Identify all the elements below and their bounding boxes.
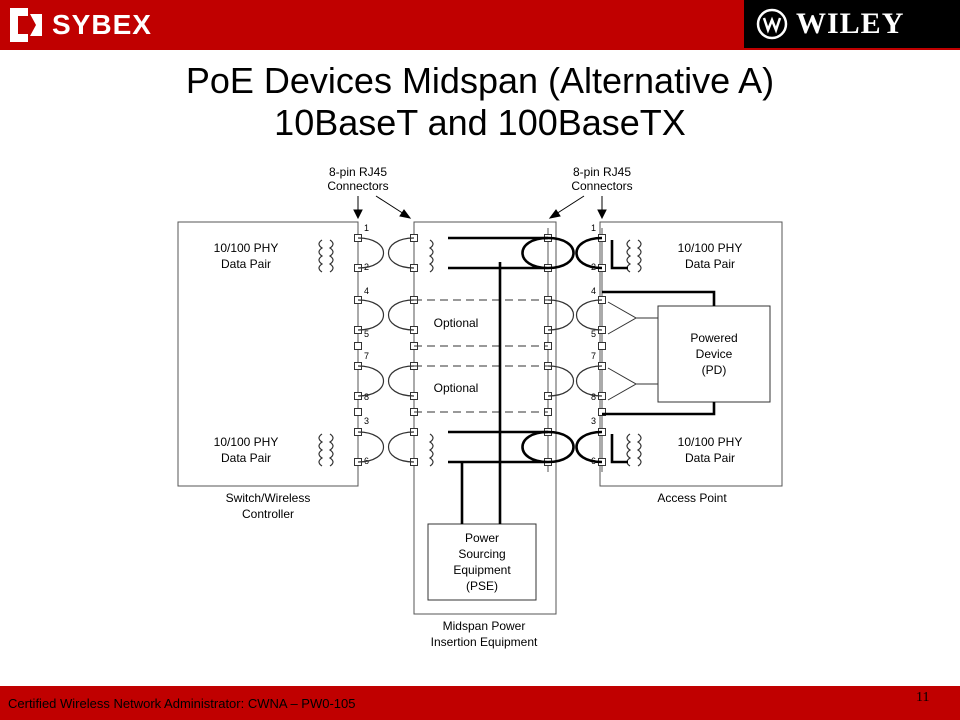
pin-left-7: 7 [364, 351, 369, 361]
wiley-logo: WILEY [744, 0, 960, 48]
pin-left-8: 8 [364, 392, 369, 402]
phy-left-bottom-line1: 10/100 PHY [214, 435, 279, 449]
page-number: 11 [916, 690, 930, 705]
slide-title: PoE Devices Midspan (Alternative A) 10Ba… [0, 60, 960, 144]
sybex-logo-icon [10, 8, 42, 42]
sybex-logo: SYBEX [6, 4, 206, 46]
pd-label-line2: Device [696, 347, 733, 361]
optional-pairs [414, 299, 548, 413]
poe-midspan-diagram: 8-pin RJ45 Connectors 8-pin RJ45 Connect… [177, 165, 783, 649]
pin-right-4: 4 [591, 286, 596, 296]
phy-right-bottom-line1: 10/100 PHY [678, 435, 743, 449]
pin-square [598, 408, 606, 416]
pin-right-8: 8 [591, 392, 596, 402]
wiley-logo-icon [756, 8, 788, 40]
pin-left-5: 5 [364, 329, 369, 339]
cable-loops [357, 237, 603, 463]
title-line-2: 10BaseT and 100BaseTX [274, 102, 686, 143]
pin-square [598, 342, 606, 350]
midspan-label-line2: Insertion Equipment [431, 635, 538, 649]
footer-bar: Certified Wireless Network Administrator… [0, 686, 960, 720]
access-point-label: Access Point [657, 491, 727, 505]
connectors-left-line2: Connectors [327, 179, 388, 193]
optional-label-1: Optional [434, 316, 479, 330]
pse-label-line4: (PSE) [466, 579, 498, 593]
pd-label-line3: (PD) [702, 363, 727, 377]
phy-left-top-line2: Data Pair [221, 257, 271, 271]
midspan-label-line1: Midspan Power [443, 619, 526, 633]
pin-right-7: 7 [591, 351, 596, 361]
pse-label-line2: Sourcing [458, 547, 505, 561]
power-lines [448, 236, 716, 524]
pse-label-line3: Equipment [453, 563, 511, 577]
phy-right-top-line2: Data Pair [685, 257, 735, 271]
connectors-right-line2: Connectors [571, 179, 632, 193]
pse-label-line1: Power [465, 531, 499, 545]
pin-square [354, 342, 362, 350]
wiley-logo-text: WILEY [796, 7, 905, 40]
access-point-box [599, 221, 783, 487]
pin-left-3: 3 [364, 416, 369, 426]
pin-right-1: 1 [591, 223, 596, 233]
sybex-logo-text: SYBEX [52, 9, 152, 40]
switch-label-line1: Switch/Wireless [226, 491, 311, 505]
connectors-right-line1: 8-pin RJ45 [573, 165, 631, 179]
phy-right-top-line1: 10/100 PHY [678, 241, 743, 255]
pse-box [427, 523, 537, 601]
transformer-coils [318, 239, 642, 467]
pin-right-3: 3 [591, 416, 596, 426]
phy-right-bottom-line2: Data Pair [685, 451, 735, 465]
pin-right-5: 5 [591, 329, 596, 339]
footer-text: Certified Wireless Network Administrator… [8, 696, 356, 711]
title-line-1: PoE Devices Midspan (Alternative A) [185, 60, 775, 101]
pin-square [354, 408, 362, 416]
header-bar: SYBEX WILEY [0, 0, 960, 50]
phy-left-bottom-line2: Data Pair [221, 451, 271, 465]
switch-label-line2: Controller [242, 507, 294, 521]
pin-left-1: 1 [364, 223, 369, 233]
pd-label-line1: Powered [690, 331, 737, 345]
pd-rectifiers [607, 301, 658, 401]
pin-left-4: 4 [364, 286, 369, 296]
optional-label-2: Optional [434, 381, 479, 395]
phy-left-top-line1: 10/100 PHY [214, 241, 279, 255]
connector-arrows [353, 195, 607, 220]
connectors-left-line1: 8-pin RJ45 [329, 165, 387, 179]
